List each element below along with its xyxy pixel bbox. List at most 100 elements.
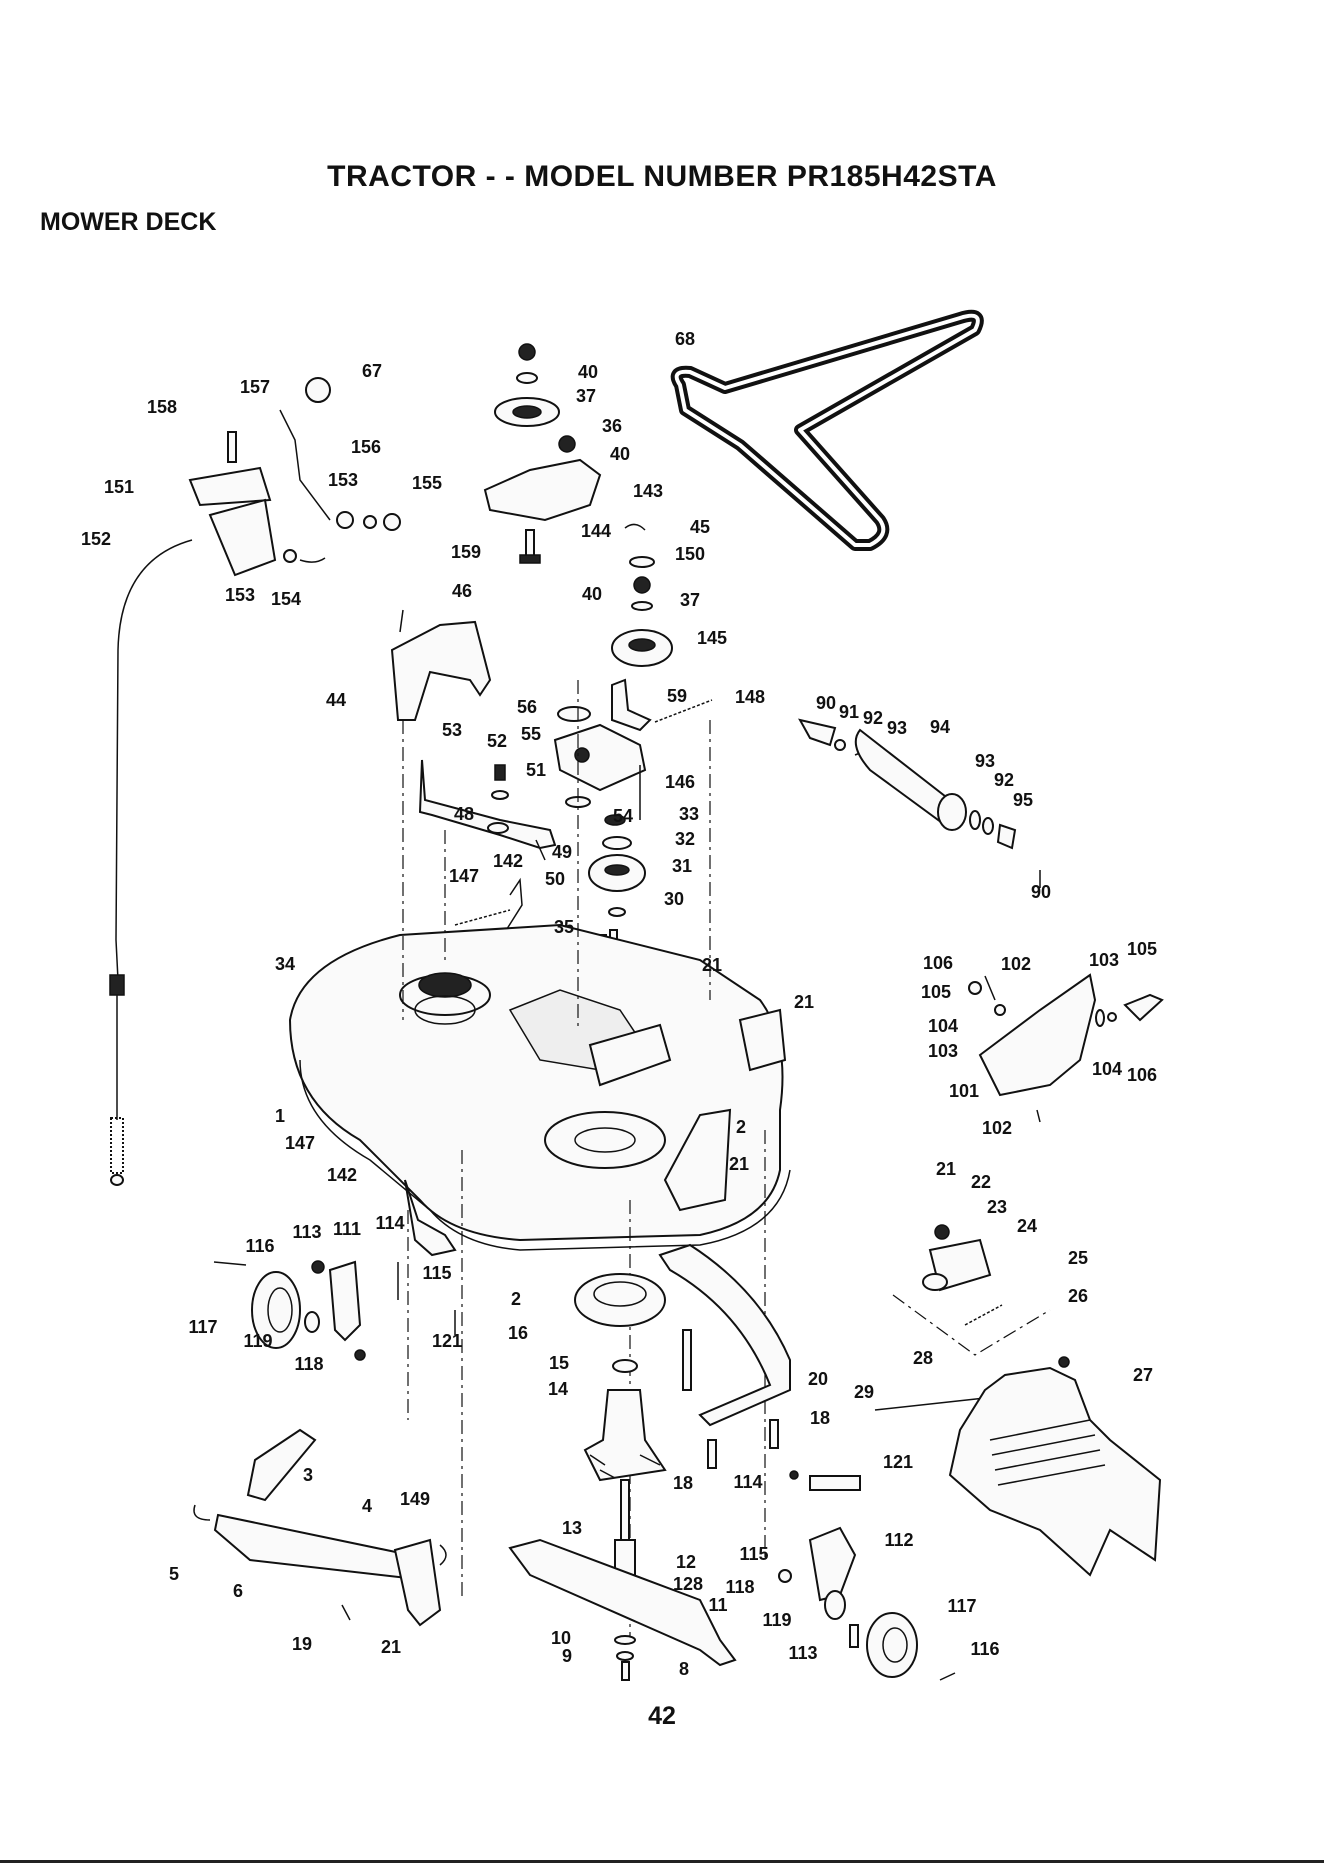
anti-scalp-roller <box>798 718 1041 888</box>
callout-label-116: 116 <box>245 1236 274 1256</box>
callout-label-118: 118 <box>294 1354 323 1374</box>
callout-label-4: 4 <box>362 1496 372 1516</box>
callout-label-33: 33 <box>679 804 699 824</box>
callout-label-147: 147 <box>449 866 479 886</box>
callout-label-34: 34 <box>275 954 295 974</box>
callout-label-103: 103 <box>1089 950 1119 970</box>
discharge-chute-assembly <box>874 1224 1162 1577</box>
callout-label-21: 21 <box>729 1154 749 1174</box>
callout-label-104: 104 <box>928 1016 958 1036</box>
mower-belt <box>670 309 984 551</box>
callout-label-51: 51 <box>526 760 546 780</box>
mower-deck-housing <box>288 923 791 1251</box>
callout-label-46: 46 <box>452 581 472 601</box>
callout-label-159: 159 <box>451 542 481 562</box>
callout-label-32: 32 <box>675 829 695 849</box>
callout-label-150: 150 <box>675 544 705 564</box>
callout-label-158: 158 <box>147 397 177 417</box>
callout-label-20: 20 <box>808 1369 828 1389</box>
callout-label-155: 155 <box>412 473 442 493</box>
callout-label-10: 10 <box>551 1628 571 1648</box>
callout-label-105: 105 <box>1127 939 1157 959</box>
callout-label-55: 55 <box>521 724 541 744</box>
callout-label-1: 1 <box>275 1106 285 1126</box>
callout-label-9: 9 <box>562 1646 572 1666</box>
blade-spindle-group <box>508 1479 737 1681</box>
callout-label-152: 152 <box>81 529 111 549</box>
callout-label-102: 102 <box>1001 954 1031 974</box>
callout-label-67: 67 <box>362 361 382 381</box>
callout-label-19: 19 <box>292 1634 312 1654</box>
callout-label-112: 112 <box>884 1530 913 1550</box>
callout-label-145: 145 <box>697 628 727 648</box>
callout-label-142: 142 <box>327 1165 357 1185</box>
callout-label-52: 52 <box>487 731 507 751</box>
callout-label-151: 151 <box>104 477 134 497</box>
callout-label-117: 117 <box>188 1317 217 1337</box>
callout-label-92: 92 <box>863 708 883 728</box>
callout-label-93: 93 <box>887 718 907 738</box>
callout-label-54: 54 <box>613 806 633 826</box>
callout-label-119: 119 <box>243 1331 272 1351</box>
callout-label-91: 91 <box>839 702 859 722</box>
callout-label-68: 68 <box>675 329 695 349</box>
callout-label-144: 144 <box>581 521 611 541</box>
page-number: 42 <box>648 1702 676 1730</box>
callout-label-28: 28 <box>913 1348 933 1368</box>
callout-label-115: 115 <box>422 1263 451 1283</box>
section-title: MOWER DECK <box>40 208 217 236</box>
callout-label-106: 106 <box>1127 1065 1157 1085</box>
callout-label-23: 23 <box>987 1197 1007 1217</box>
callout-label-119: 119 <box>762 1610 791 1630</box>
lift-link-142 <box>404 1179 457 1257</box>
callout-label-157: 157 <box>240 377 270 397</box>
callout-label-2: 2 <box>511 1289 521 1309</box>
callout-label-101: 101 <box>949 1081 979 1101</box>
pulley-145-stack <box>611 523 673 667</box>
callout-label-45: 45 <box>690 517 710 537</box>
callout-label-21: 21 <box>794 992 814 1012</box>
callout-label-118: 118 <box>725 1577 754 1597</box>
callout-label-105: 105 <box>921 982 951 1002</box>
callout-label-49: 49 <box>552 842 572 862</box>
callout-label-44: 44 <box>326 690 346 710</box>
callout-label-11: 11 <box>708 1595 727 1615</box>
callout-label-59: 59 <box>667 686 687 706</box>
callout-label-40: 40 <box>582 584 602 604</box>
callout-label-36: 36 <box>602 416 622 436</box>
callout-label-154: 154 <box>271 589 301 609</box>
callout-label-5: 5 <box>169 1564 179 1584</box>
spindle-housing-group <box>574 1273 667 1482</box>
callout-label-153: 153 <box>225 585 255 605</box>
callout-label-53: 53 <box>442 720 462 740</box>
callout-label-111: 111 <box>333 1219 361 1239</box>
idler-arm-20 <box>658 1243 791 1469</box>
callout-label-153: 153 <box>328 470 358 490</box>
callout-label-25: 25 <box>1068 1248 1088 1268</box>
callout-label-12: 12 <box>676 1552 696 1572</box>
callout-label-15: 15 <box>549 1353 569 1373</box>
callout-label-35: 35 <box>554 917 574 937</box>
callout-label-22: 22 <box>971 1172 991 1192</box>
callout-label-31: 31 <box>672 856 692 876</box>
callout-label-30: 30 <box>664 889 684 909</box>
callout-label-117: 117 <box>947 1596 976 1616</box>
callout-label-18: 18 <box>810 1408 830 1428</box>
callout-label-95: 95 <box>1013 790 1033 810</box>
callout-label-6: 6 <box>233 1581 243 1601</box>
callout-label-121: 121 <box>432 1331 462 1351</box>
left-gauge-wheel-assembly <box>213 1260 456 1361</box>
height-adjust-lever-assembly <box>109 377 401 1186</box>
bottom-rule <box>0 1860 1324 1863</box>
callout-label-13: 13 <box>562 1518 582 1538</box>
callout-label-146: 146 <box>665 772 695 792</box>
callout-label-21: 21 <box>702 955 722 975</box>
idler-pulley-assembly <box>483 343 602 564</box>
callout-label-40: 40 <box>610 444 630 464</box>
callout-label-121: 121 <box>883 1452 913 1472</box>
callout-label-92: 92 <box>994 770 1014 790</box>
callout-label-40: 40 <box>578 362 598 382</box>
callout-label-113: 113 <box>292 1222 321 1242</box>
callout-label-90: 90 <box>1031 882 1051 902</box>
